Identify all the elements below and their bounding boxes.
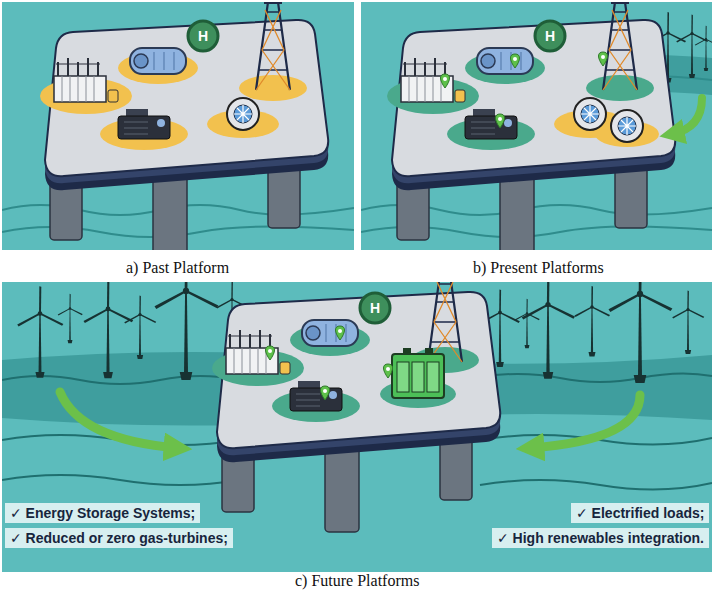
- platform-future: [392, 348, 444, 398]
- platform-past: [227, 98, 259, 130]
- platform-future: [290, 381, 342, 411]
- panel-past: [2, 2, 354, 250]
- platform-future: [302, 320, 358, 346]
- wind-farm-right: [481, 282, 704, 383]
- wind-farm-left: [124, 296, 156, 359]
- platform-future: [212, 282, 500, 532]
- platform-present: [496, 114, 505, 128]
- platform-present: [599, 52, 608, 66]
- platform-past: [40, 2, 328, 250]
- platform-past: [188, 21, 218, 51]
- platform-past: [256, 2, 290, 90]
- wind-farm-right: [672, 291, 704, 354]
- platform-present: [586, 75, 654, 101]
- wind-farm-left: [84, 282, 134, 378]
- platform-past: [118, 109, 170, 139]
- platform-future: [226, 330, 290, 374]
- panel-caption: c) Future Platforms: [295, 572, 419, 590]
- feature-item: ✓ Electrified loads;: [571, 503, 709, 523]
- feature-item: ✓ Reduced or zero gas-turbines;: [5, 528, 233, 548]
- panel-present: [361, 2, 712, 250]
- energy-arrow: [672, 98, 702, 134]
- wind-farm-left: [17, 286, 63, 378]
- wind-farm: [695, 26, 712, 71]
- platform-present: [574, 98, 606, 130]
- helipad-letter: H: [370, 301, 380, 315]
- platform-future: [321, 386, 330, 400]
- platform-future: [266, 346, 275, 360]
- energy-arrow: [60, 392, 178, 448]
- feature-item: ✓ High renewables integration.: [492, 528, 709, 548]
- platform-present: [441, 74, 450, 88]
- platform-present: [511, 54, 520, 68]
- panel-caption: b) Present Platforms: [473, 259, 604, 277]
- platform-past: [54, 58, 118, 102]
- panel-future: [2, 282, 712, 572]
- platform-present: [387, 2, 675, 250]
- platform-past: [130, 48, 186, 74]
- platform-future: [360, 293, 390, 323]
- platform-present: [477, 48, 533, 74]
- feature-item: ✓ Energy Storage Systems;: [5, 503, 200, 523]
- wind-farm-right: [522, 282, 575, 379]
- platform-present: [465, 109, 517, 139]
- energy-arrow: [530, 395, 640, 448]
- panel-caption: a) Past Platform: [126, 259, 229, 277]
- wind-farm-right: [575, 286, 611, 357]
- platform-past: [239, 75, 307, 101]
- platform-present: [401, 58, 465, 102]
- helipad-letter: H: [198, 29, 208, 43]
- wind-farm-left: [155, 282, 219, 380]
- wind-farm-right: [515, 299, 540, 348]
- platform-present: [611, 110, 643, 142]
- helipad-letter: H: [545, 29, 555, 43]
- platform-future: [384, 364, 393, 378]
- wind-farm-right: [609, 282, 673, 383]
- wind-farm-left: [58, 294, 83, 343]
- platform-future: [336, 326, 345, 340]
- wind-farm: [676, 15, 708, 78]
- platform-present: [603, 2, 637, 90]
- platform-future: [428, 282, 462, 362]
- platform-present: [535, 21, 565, 51]
